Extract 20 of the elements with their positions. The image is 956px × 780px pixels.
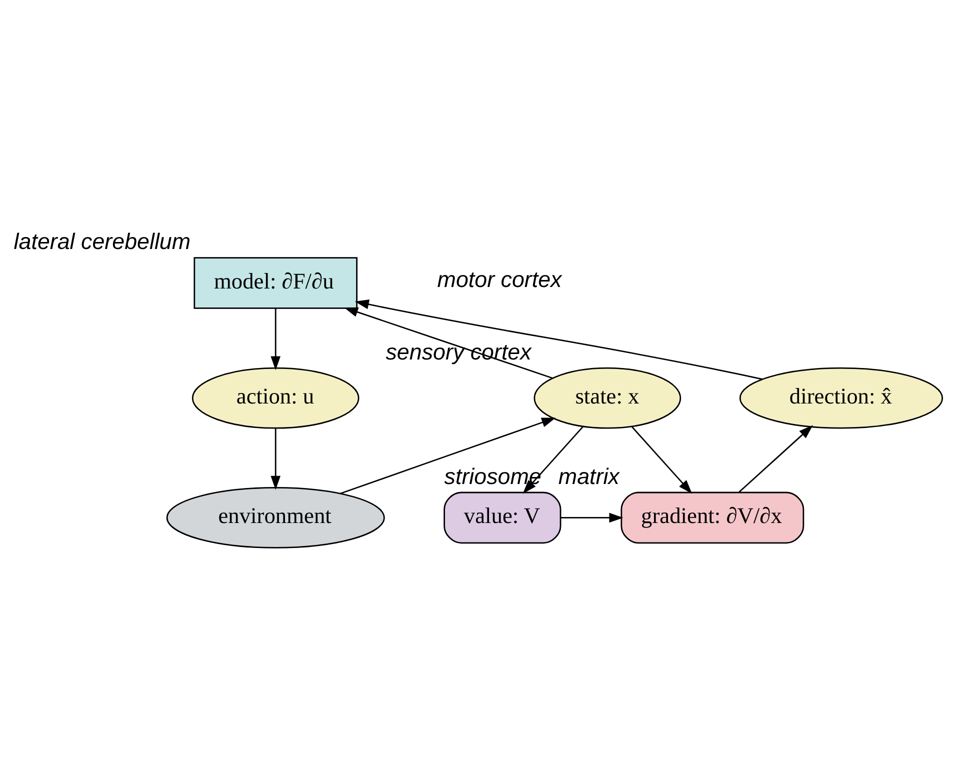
node-label: striosome bbox=[444, 464, 542, 489]
arrow bbox=[354, 300, 763, 380]
node-label: sensory cortex bbox=[386, 340, 532, 365]
label: motor cortex bbox=[437, 266, 562, 292]
node-box: value: V bbox=[444, 492, 562, 544]
arrow bbox=[522, 426, 584, 494]
arrow bbox=[631, 426, 692, 494]
node-ellipse: action: u bbox=[192, 367, 360, 429]
arrow bbox=[344, 307, 553, 379]
arrow bbox=[560, 512, 624, 523]
node-ellipse: environment bbox=[166, 487, 385, 548]
arrow bbox=[270, 308, 281, 370]
node-ellipse: direction: x̂ bbox=[739, 367, 944, 429]
node-box: gradient: ∂V/∂x bbox=[620, 492, 804, 544]
node-label: lateral cerebellum bbox=[14, 229, 191, 254]
arrow bbox=[270, 428, 281, 490]
node-box: model: ∂F/∂u bbox=[194, 257, 358, 309]
arrow bbox=[738, 425, 813, 493]
node-label: matrix bbox=[558, 464, 620, 489]
arrow bbox=[340, 418, 556, 494]
